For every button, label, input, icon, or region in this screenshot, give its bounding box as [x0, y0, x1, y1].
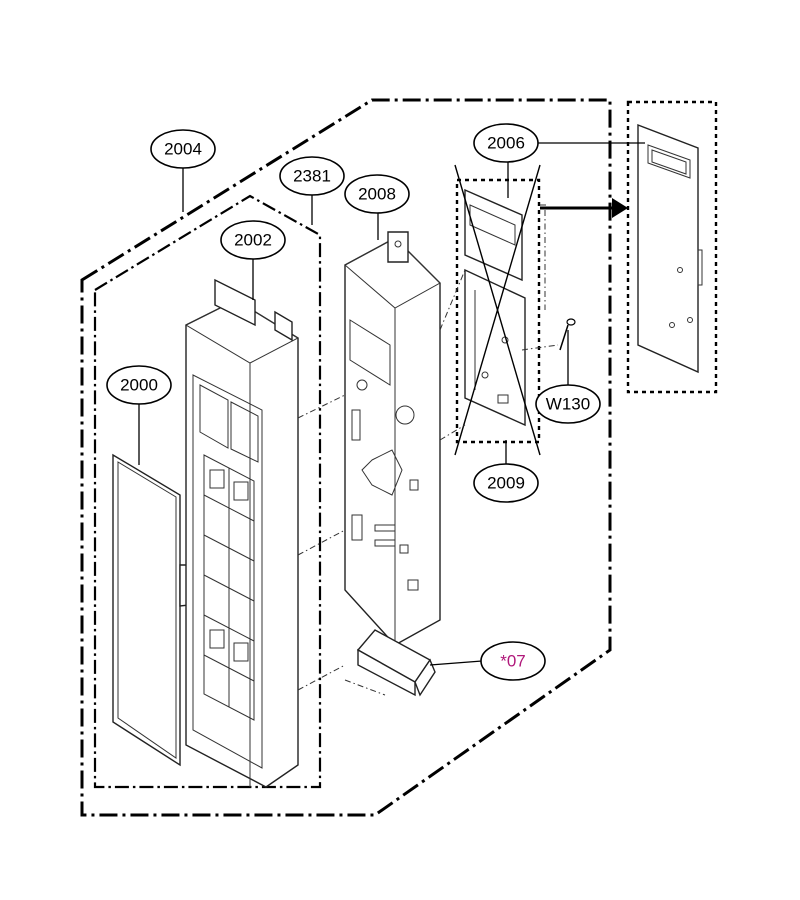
assembly-guide-lines [297, 204, 559, 696]
replacement-arrow [540, 198, 628, 218]
callout-label-07: *07 [500, 652, 526, 671]
callout-label-w130: W130 [546, 395, 590, 414]
callout-2000: 2000 [106, 365, 172, 405]
callout-2009: 2009 [473, 463, 539, 503]
part-2002-front-frame [184, 278, 300, 788]
callout-w130: W130 [535, 384, 601, 424]
callout-label-2009: 2009 [487, 474, 525, 493]
assembly-boundary-2004 [80, 98, 612, 817]
callout-label-2381: 2381 [293, 167, 331, 186]
replacement-pcb-box [626, 100, 718, 394]
callout-label-2006: 2006 [487, 134, 525, 153]
callout-label-2000: 2000 [120, 376, 158, 395]
callout-2002: 2002 [220, 220, 286, 260]
callout-label-2008: 2008 [358, 185, 396, 204]
leader-lines [138, 142, 645, 666]
callout-2006: 2006 [473, 123, 539, 163]
obsolete-pcb-box [455, 178, 541, 444]
replacement-pcb [637, 123, 703, 374]
callout-2008: 2008 [344, 174, 410, 214]
part-2008-bracket [344, 231, 441, 646]
part-07-tab [356, 629, 436, 697]
callout-2381: 2381 [279, 156, 345, 196]
callout-2004: 2004 [150, 129, 216, 169]
screw-w130 [559, 318, 576, 351]
assembly-boundary-2381 [93, 194, 322, 789]
obsolete-pcb [454, 164, 541, 456]
callout-label-2004: 2004 [164, 140, 202, 159]
callout-label-2002: 2002 [234, 231, 272, 250]
callout-07: *07 [480, 641, 546, 681]
